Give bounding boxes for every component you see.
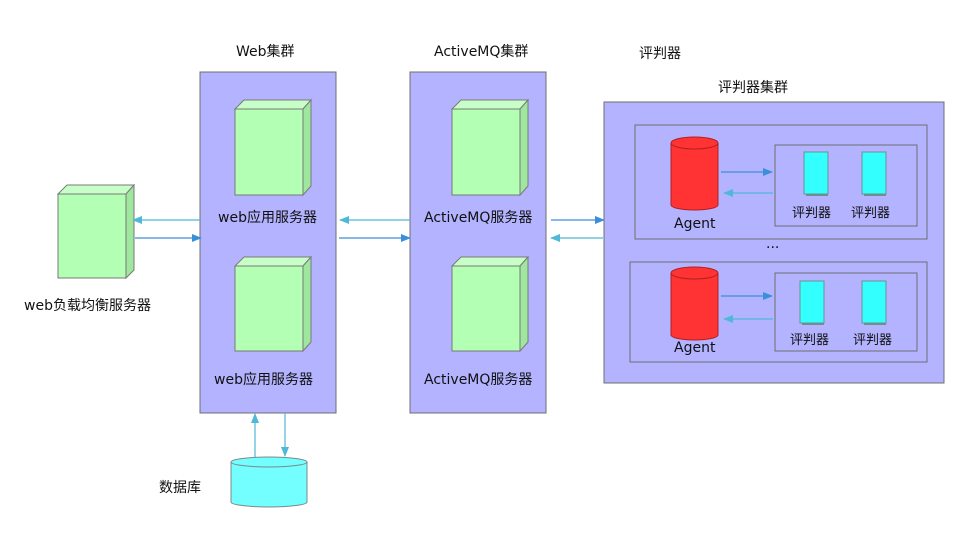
agent-2-cylinder-icon: [670, 266, 719, 341]
mq-server-2-icon: [450, 255, 530, 353]
judge-cluster-title: 评判器集群: [718, 79, 788, 96]
agent-group-1: Agent 评判器 评判器: [634, 124, 928, 240]
web-cluster-title: Web集群: [236, 43, 295, 60]
load-balancer-label: web负载均衡服务器: [24, 298, 151, 314]
agent-1-cylinder-icon: [670, 136, 719, 211]
judge-2b-icon: [861, 280, 887, 325]
judge-1b-icon: [861, 151, 887, 196]
mq-server-1-label: ActiveMQ服务器: [424, 210, 532, 226]
web-app-server-2-label: web应用服务器: [214, 371, 313, 388]
judge-1a-label: 评判器: [792, 206, 831, 221]
judge-pool-1: [774, 144, 918, 227]
web-app-server-1-label: web应用服务器: [218, 209, 317, 226]
judge-heading: 评判器: [639, 46, 681, 62]
agent-1-label: Agent: [674, 216, 716, 232]
judge-2a-label: 评判器: [790, 333, 829, 348]
judge-pool-2: [774, 272, 918, 352]
mq-cluster-title: ActiveMQ集群: [434, 43, 528, 60]
agent-2-label: Agent: [674, 340, 716, 356]
judge-1a-icon: [803, 151, 829, 196]
database-label: 数据库: [159, 480, 201, 496]
load-balancer-server-icon: [56, 183, 136, 280]
mq-server-2-label: ActiveMQ服务器: [424, 372, 532, 388]
web-app-server-2-icon: [233, 255, 313, 353]
ellipsis: ...: [766, 236, 779, 252]
judge-2a-icon: [799, 280, 825, 325]
judge-2b-label: 评判器: [853, 333, 892, 348]
judge-1b-label: 评判器: [851, 206, 890, 221]
mq-server-1-icon: [450, 98, 530, 197]
agent-group-2: Agent 评判器 评判器: [629, 261, 928, 363]
database-cylinder-icon: [230, 456, 308, 508]
web-app-server-1-icon: [233, 98, 313, 197]
